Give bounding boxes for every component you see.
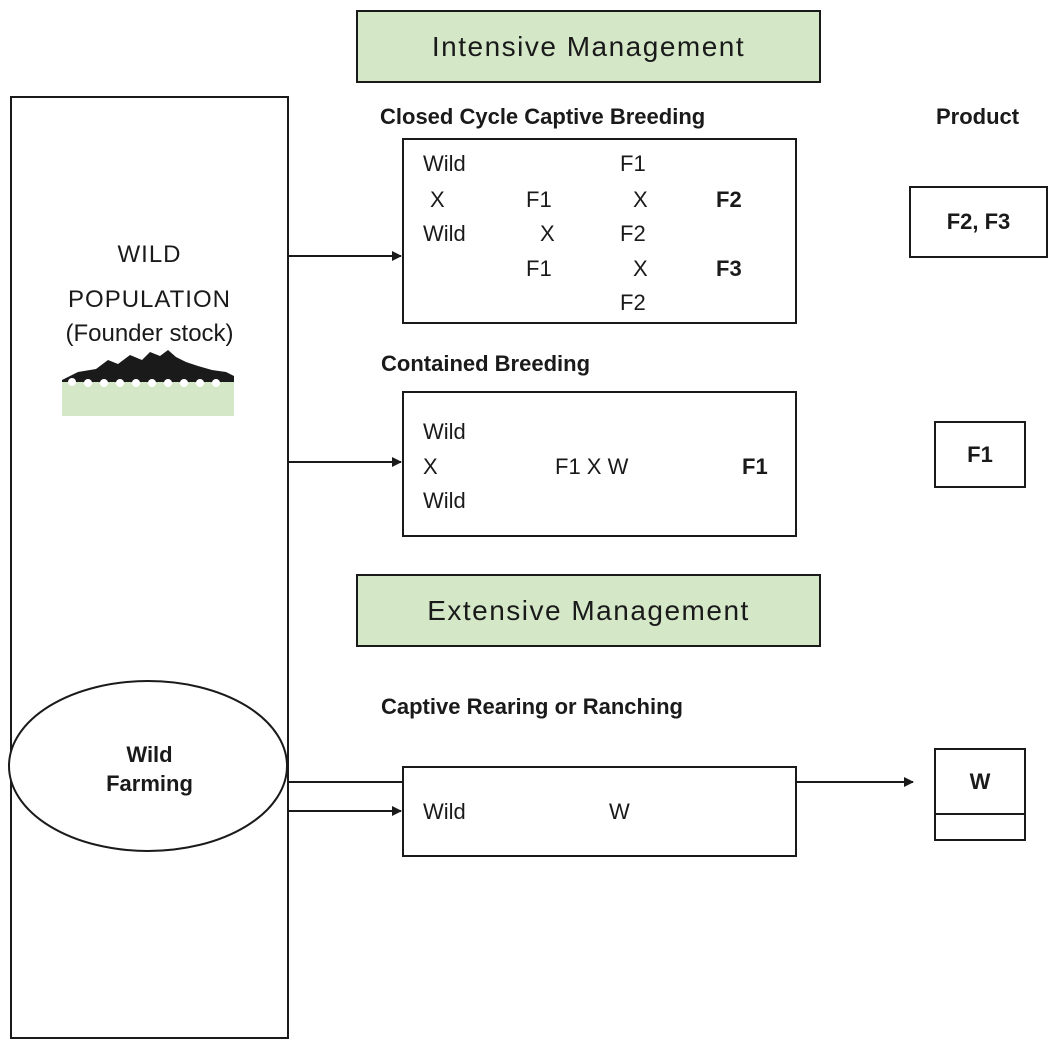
water-patch xyxy=(62,380,234,416)
water-waves-icon xyxy=(68,378,220,387)
product-closed-label: F2, F3 xyxy=(946,209,1011,234)
closed-output-f2: F2 xyxy=(716,187,742,212)
contained-wild-2: Wild xyxy=(423,488,466,513)
closed-cycle-heading: Closed Cycle Captive Breeding xyxy=(380,104,706,129)
ranching-wild: Wild xyxy=(423,799,466,824)
wild-farming-label-2: Farming xyxy=(106,771,193,796)
ranching-box xyxy=(402,766,797,857)
crocodile-icon xyxy=(62,350,234,382)
wild-population-title-2: POPULATION xyxy=(68,286,231,313)
ranching-output-w: W xyxy=(609,799,630,824)
contained-wild-1: Wild xyxy=(423,419,466,444)
wild-farming-ellipse xyxy=(8,680,288,852)
closed-f2-a: F2 xyxy=(620,221,646,246)
wild-population-box xyxy=(10,96,289,1039)
contained-mid: F1 X W xyxy=(555,454,629,479)
product-farming-label: W xyxy=(969,768,991,794)
wild-farming-label: Wild xyxy=(126,742,173,767)
closed-f2-b: F2 xyxy=(620,290,646,315)
product-contained-label: F1 xyxy=(967,441,993,467)
intensive-management-label: Intensive Management xyxy=(431,30,746,62)
ranching-heading: Captive Rearing or Ranching xyxy=(381,694,683,719)
closed-f1-c: F1 xyxy=(620,151,646,176)
extensive-management-label: Extensive Management xyxy=(427,594,750,626)
product-header: Product xyxy=(936,104,1020,129)
closed-f1-a: F1 xyxy=(526,187,552,212)
closed-f1-b: F1 xyxy=(526,256,552,281)
contained-output-f1: F1 xyxy=(742,454,768,479)
contained-x: X xyxy=(423,454,438,479)
product-box-closed: F2, F3 xyxy=(909,186,1048,258)
product-box-contained: F1 xyxy=(934,421,1026,488)
closed-x-2: X xyxy=(540,221,555,246)
product-box-farming: W xyxy=(934,748,1026,815)
contained-breeding-box xyxy=(402,391,797,537)
wild-population-subtitle: (Founder stock) xyxy=(65,320,234,347)
extensive-management-panel: Extensive Management xyxy=(356,574,821,647)
closed-wild-2: Wild xyxy=(423,221,466,246)
closed-x-1: X xyxy=(430,187,445,212)
closed-output-f3: F3 xyxy=(716,256,742,281)
contained-breeding-heading: Contained Breeding xyxy=(381,351,591,376)
intensive-management-panel: Intensive Management xyxy=(356,10,821,83)
closed-cycle-box xyxy=(402,138,797,324)
closed-wild-1: Wild xyxy=(423,151,466,176)
wild-population-title: WILD xyxy=(117,241,182,268)
closed-x-4: X xyxy=(633,256,648,281)
closed-x-3: X xyxy=(633,187,648,212)
